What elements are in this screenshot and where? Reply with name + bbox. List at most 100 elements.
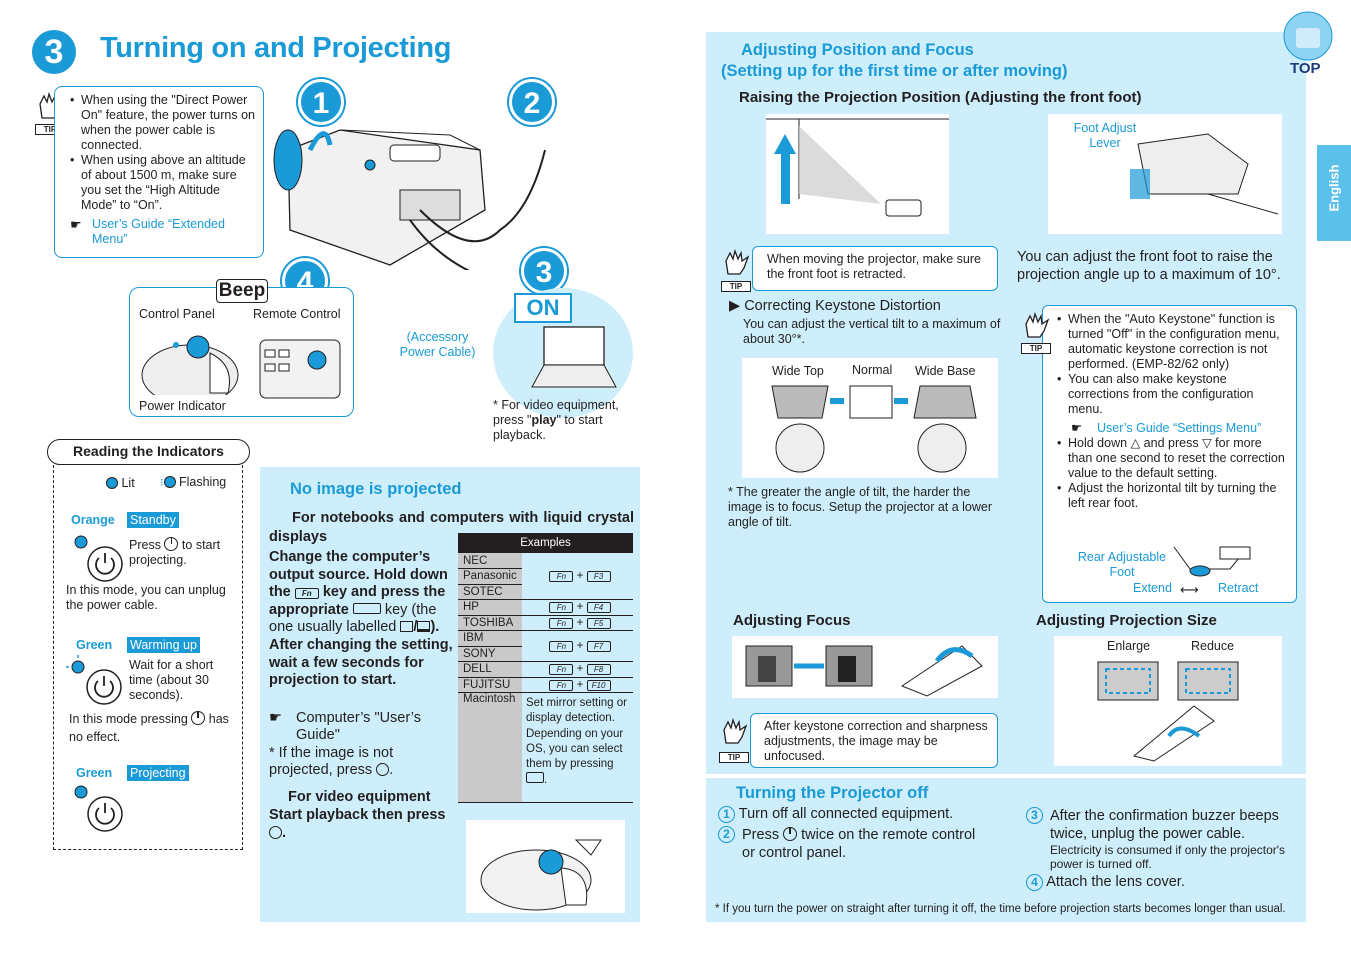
standby-note: In this mode, you can unplug the power c… [66, 583, 226, 612]
rear-foot-illustration [1170, 543, 1252, 579]
keystone-title: ▶ Correcting Keystone Distortion [729, 298, 941, 314]
laptop-icon [417, 621, 431, 633]
computer-guide-ref: ☛Computer’s "User’s Guide" [269, 710, 421, 743]
top-label[interactable]: TOP [1290, 60, 1321, 77]
normal-label: Normal [852, 363, 893, 377]
on-label: ON [514, 293, 572, 323]
tip-text: •When using the "Direct Power On" featur… [70, 93, 255, 246]
source-search-button-icon [376, 763, 390, 776]
side-tab-label: English [1326, 164, 1342, 212]
turn-off-title: Turning the Projector off [736, 784, 929, 802]
green-label-2: Green [76, 766, 113, 780]
adjusting-title-1: Adjusting Position and Focus [741, 41, 974, 59]
raise-illustration [766, 114, 949, 234]
power-button-icon-3 [71, 782, 123, 834]
step-1-number: 1 [298, 79, 344, 125]
adjusting-title-2: (Setting up for the first time or after … [721, 62, 1068, 80]
not-projected-note: * If the image is not projected, press . [269, 745, 394, 778]
extend-retract-arrow-icon: ⟷ [1180, 582, 1199, 597]
monitor-icon [400, 621, 414, 633]
standby-badge: Standby [127, 511, 179, 529]
green-label-1: Green [76, 638, 113, 652]
lit-dot-icon [106, 477, 118, 489]
accessory-cable-label: (Accessory Power Cable) [399, 330, 476, 359]
tip-box-direct-power [54, 86, 264, 258]
no-image-instructions: Change the computer’s output source. Hol… [269, 549, 453, 689]
section-number-badge: 3 [32, 30, 76, 74]
reduce-label: Reduce [1191, 639, 1235, 653]
page-title: Turning on and Projecting [100, 32, 452, 64]
projector-illustration [270, 90, 570, 291]
fn-key-icon: Fn [294, 588, 319, 600]
tip-hand-icon-4 [720, 717, 750, 747]
extend-label: Extend [1133, 581, 1172, 595]
enlarge-label: Enlarge [1107, 639, 1151, 653]
tip-hand-icon-3 [1022, 311, 1052, 341]
function-key-icon [352, 602, 381, 614]
warming-text: Wait for a short time (about 30 seconds)… [129, 658, 214, 702]
step-2-number: 2 [509, 79, 555, 125]
control-panel-label: Control Panel [139, 307, 215, 321]
up-arrow-icon: △ [1130, 436, 1141, 450]
video-equipment-title: For video equipment [288, 789, 431, 805]
warming-note: In this mode pressing has no effect. [69, 711, 229, 744]
tip-label-4: TIP [719, 752, 749, 763]
indicators-dashed-box [53, 460, 243, 850]
front-foot-text: You can adjust the front foot to raise t… [1017, 249, 1281, 283]
focus-illustration [732, 636, 998, 698]
rear-foot-label: Rear Adjustable Foot [1077, 550, 1167, 579]
orange-label: Orange [71, 513, 115, 527]
control-panel-illustration [140, 325, 240, 406]
beep-label: Beep [216, 279, 268, 303]
turn-off-footnote: * If you turn the power on straight afte… [715, 903, 1286, 915]
focus-title: Adjusting Focus [733, 612, 851, 629]
size-title: Adjusting Projection Size [1036, 612, 1217, 629]
tip-front-foot-text: When moving the projector, make sure the… [767, 252, 981, 281]
keystone-text: You can adjust the vertical tilt to a ma… [743, 317, 1001, 346]
legend-lit: Lit [106, 476, 135, 491]
power-indicator-label: Power Indicator [139, 399, 226, 413]
tip-box-keystone [1042, 305, 1297, 603]
warming-badge: Warming up [127, 636, 200, 654]
remote-control-label: Remote Control [253, 307, 341, 321]
no-image-title: No image is projected [290, 480, 462, 498]
retract-label: Retract [1218, 581, 1259, 595]
flashing-dot-icon [163, 476, 176, 488]
triangle-bullet-icon: ▶ [729, 298, 741, 314]
power-button-icon-1 [71, 532, 123, 584]
tip-box-focus [750, 713, 998, 768]
control-panel-source-illustration [466, 820, 625, 913]
foot-lever-label: Foot Adjust Lever [1073, 121, 1137, 150]
standby-text: Press to start projecting. [129, 537, 221, 567]
keystone-illustration [742, 358, 998, 478]
turn-off-panel [706, 778, 1306, 922]
raise-title: Raising the Projection Position (Adjusti… [739, 89, 1142, 106]
top-button[interactable] [1276, 8, 1340, 76]
wide-base-label: Wide Base [915, 364, 976, 378]
tip-hand-icon-2 [722, 248, 752, 278]
video-equipment-text: Start playback then press . [269, 807, 446, 841]
foot-lever-illustration [1048, 114, 1282, 234]
wide-top-label: Wide Top [772, 364, 824, 378]
remote-control-illustration [255, 330, 345, 400]
tilt-note: * The greater the angle of tilt, the har… [728, 485, 993, 529]
side-tab-english[interactable] [1317, 145, 1351, 241]
legend-flashing: ⁝ Flashing [160, 475, 227, 489]
tip-box-front-foot [752, 246, 998, 291]
tip-label-3: TIP [1021, 343, 1051, 354]
tip-focus-text: After keystone correction and sharpness … [764, 719, 988, 763]
off-step-4: 4 Attach the lens cover. [1026, 874, 1185, 891]
top-home-icon [1283, 11, 1333, 61]
video-play-note: * For video equipment, press "play" to s… [493, 398, 619, 442]
size-illustration [1054, 636, 1282, 766]
no-image-sub1: For notebooks and computers with liquid … [269, 510, 634, 545]
power-icon [164, 537, 179, 551]
laptop-illustration [528, 325, 620, 393]
down-arrow-icon: ▽ [1202, 436, 1212, 450]
indicators-title: Reading the Indicators [47, 439, 250, 465]
tip-label-2: TIP [721, 281, 751, 292]
projecting-badge: Projecting [127, 764, 189, 782]
